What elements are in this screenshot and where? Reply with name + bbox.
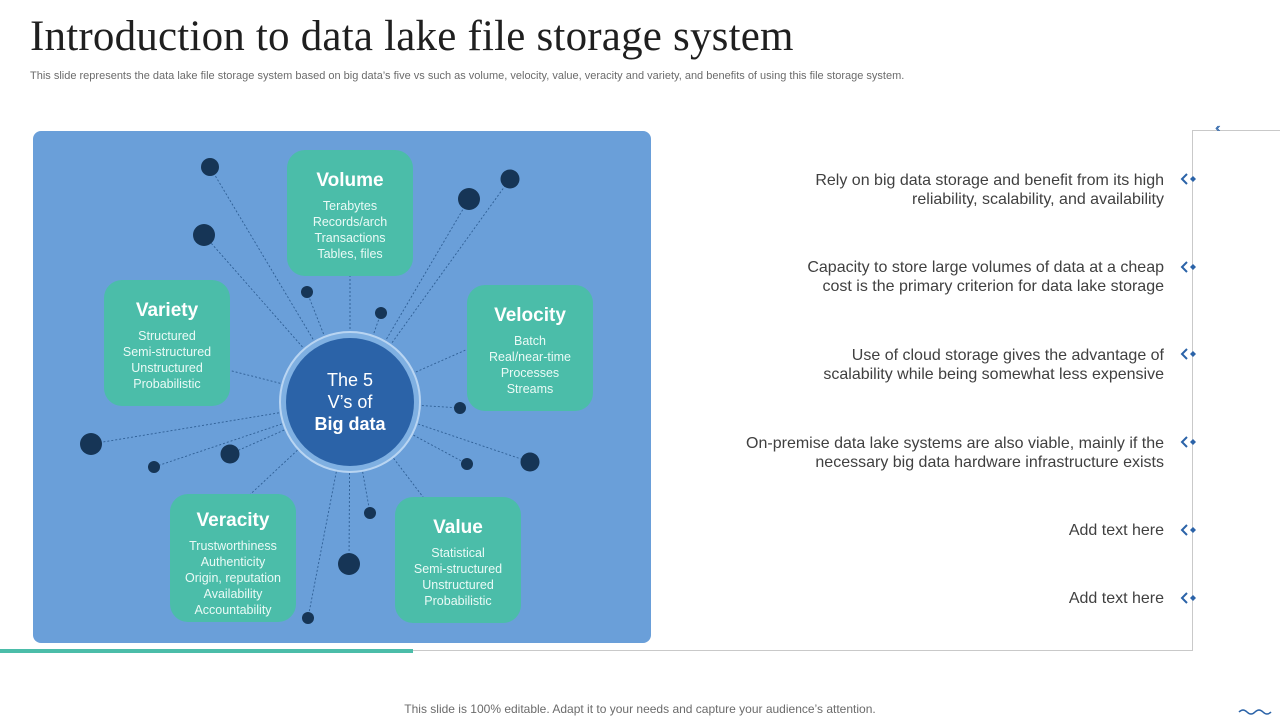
benefit-item: Use of cloud storage gives the advantage… [724,346,1164,384]
benefit-text: Rely on big data storage and benefit fro… [815,172,1164,189]
velocity-box: Velocity Batch Real/near-time Processes … [467,285,593,411]
veracity-heading: Veracity [196,510,270,531]
center-text-bold: Big data [314,414,386,434]
volume-box: Volume Terabytes Records/arch Transactio… [287,150,413,276]
benefit-text: cost is the primary criterion for data l… [822,278,1164,295]
benefit-text: On-premise data lake systems are also vi… [746,435,1164,452]
volume-heading: Volume [316,170,384,191]
accent-bar [0,649,413,653]
volume-item: Transactions [314,231,386,245]
benefit-item: Add text here [724,589,1164,608]
benefit-item: Capacity to store large volumes of data … [724,258,1164,296]
velocity-item: Streams [506,382,554,396]
chevron-diamond-icon [1180,524,1196,536]
slide-title: Introduction to data lake file storage s… [30,13,794,60]
chevron-diamond-icon [1180,436,1196,448]
chevron-diamond-icon [1180,592,1196,604]
five-vs-diagram: Volume Terabytes Records/arch Transactio… [33,131,651,643]
divider-line [1192,130,1193,650]
chevron-diamond-icon [1180,348,1196,360]
variety-heading: Variety [135,300,199,321]
benefit-text: reliability, scalability, and availabili… [912,191,1164,208]
value-item: Unstructured [422,578,494,592]
benefit-item: On-premise data lake systems are also vi… [724,434,1164,472]
veracity-box: Veracity Trustworthiness Authenticity Or… [170,494,296,622]
velocity-item: Real/near-time [489,350,571,364]
veracity-item: Accountability [194,603,272,617]
velocity-item: Processes [500,366,560,380]
benefit-item: Add text here [724,521,1164,540]
volume-item: Terabytes [322,199,378,213]
benefit-text: scalability while being somewhat less ex… [823,366,1164,383]
volume-item: Tables, files [317,247,383,261]
footer-note: This slide is 100% editable. Adapt it to… [404,702,876,716]
variety-item: Probabilistic [133,377,201,391]
divider-line [1192,130,1280,131]
velocity-heading: Velocity [494,305,566,326]
volume-item: Records/arch [312,215,388,229]
value-item: Statistical [431,546,485,560]
slide-subtitle: This slide represents the data lake file… [30,70,905,82]
variety-box: Variety Structured Semi-structured Unstr… [104,280,230,406]
veracity-item: Origin, reputation [185,571,281,585]
center-text-line: The 5 [326,370,374,390]
veracity-item: Trustworthiness [189,539,277,553]
value-box: Value Statistical Semi-structured Unstru… [395,497,521,623]
benefit-text: Add text here [1068,590,1164,607]
chevron-diamond-icon [1180,261,1196,273]
variety-item: Semi-structured [122,345,212,359]
variety-item: Structured [138,329,196,343]
benefit-item: Rely on big data storage and benefit fro… [724,171,1164,209]
veracity-item: Availability [203,587,263,601]
value-item: Semi-structured [413,562,503,576]
value-heading: Value [433,517,483,538]
veracity-item: Authenticity [200,555,266,569]
benefit-text: Capacity to store large volumes of data … [807,259,1164,276]
benefit-text: necessary big data hardware infrastructu… [815,454,1164,471]
chevron-diamond-icon [1180,173,1196,185]
wave-icon [1238,709,1272,715]
divider-line [413,650,1193,651]
center-circle: The 5 V’s of Big data [286,338,414,466]
velocity-item: Batch [514,334,546,348]
center-text-line: V’s of [327,392,373,412]
value-item: Probabilistic [424,594,492,608]
benefit-text: Use of cloud storage gives the advantage… [851,347,1164,364]
double-chevron-left-icon: ‹‹ [1215,120,1220,135]
benefit-text: Add text here [1068,522,1164,539]
variety-item: Unstructured [131,361,203,375]
